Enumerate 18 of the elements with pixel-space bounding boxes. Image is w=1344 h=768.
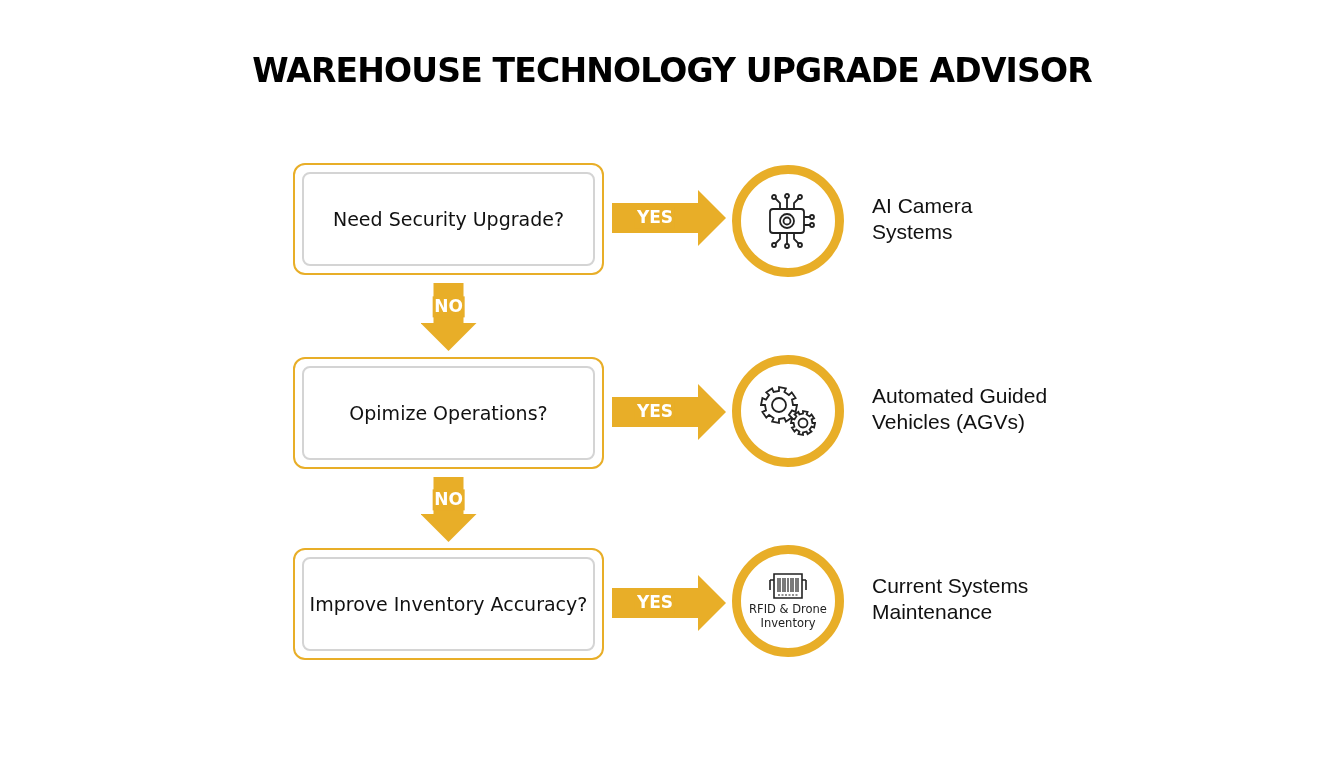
outcome-text: Current Systems Maintenance (872, 573, 1030, 625)
edge-label: NO (432, 488, 465, 511)
block-arrow (420, 283, 477, 351)
question-box (293, 163, 604, 275)
block-arrow (612, 575, 726, 631)
question-text: Opimize Operations? (349, 400, 548, 426)
question-text: Need Security Upgrade? (332, 206, 565, 232)
block-arrow (612, 190, 726, 246)
title: WAREHOUSE TECHNOLOGY UPGRADE ADVISOR (251, 50, 1093, 92)
outcome-text: AI Camera Systems (872, 193, 974, 245)
outcome-text: Automated Guided Vehicles (AGVs) (872, 383, 1049, 435)
circle-label: RFID & Drone Inventory (748, 601, 828, 631)
question-box (293, 548, 604, 660)
edge-label: NO (432, 296, 465, 318)
question-text: Improve Inventory Accuracy? (309, 591, 588, 617)
question-box (293, 357, 604, 469)
block-arrow (612, 384, 726, 440)
block-arrow (420, 477, 477, 542)
